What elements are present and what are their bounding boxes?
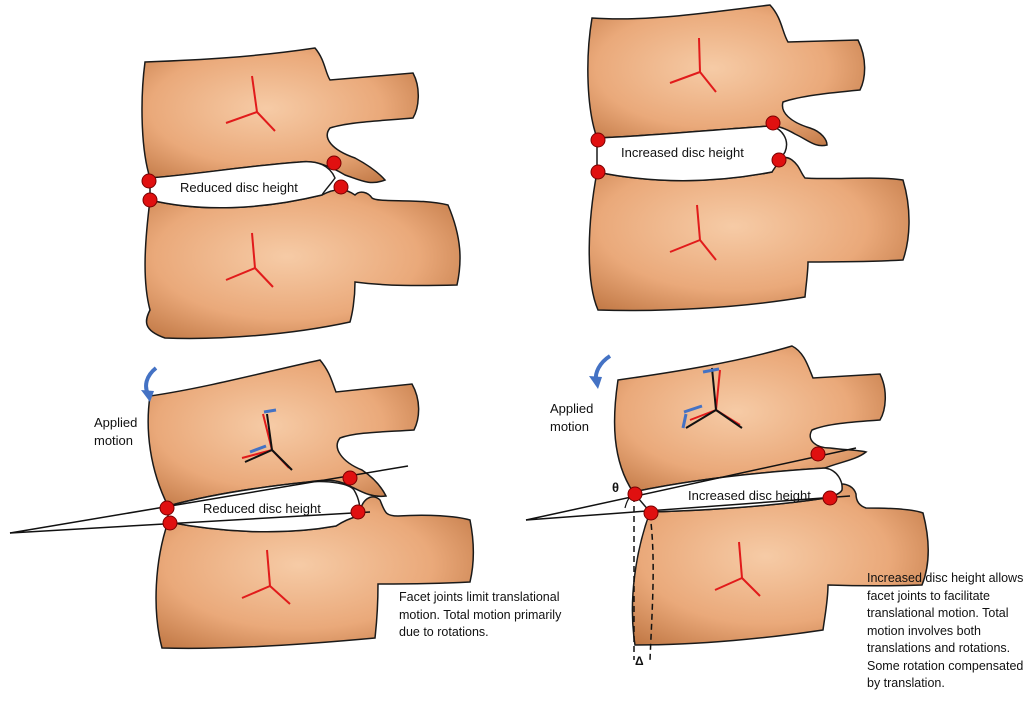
disc-label-bottom-left: Reduced disc height xyxy=(203,501,321,516)
caption-bottom-right: Increased disc height allows facet joint… xyxy=(867,570,1029,693)
angle-theta-label: θ xyxy=(612,480,619,495)
upper-vertebra xyxy=(142,48,418,183)
applied-motion-label-right: Applied motion xyxy=(550,400,612,436)
applied-motion-label-left: Applied motion xyxy=(94,414,156,450)
disc-label-top-right: Increased disc height xyxy=(621,145,744,160)
lower-vertebra xyxy=(145,190,460,339)
disc-label-bottom-right: Increased disc height xyxy=(688,488,811,503)
lower-vertebra xyxy=(589,158,909,311)
translation-delta-label: Δ xyxy=(635,654,644,668)
applied-motion-arrow xyxy=(146,368,156,394)
disc-label-top-left: Reduced disc height xyxy=(180,180,298,195)
upper-vertebra xyxy=(588,5,865,146)
caption-bottom-left: Facet joints limit translational motion.… xyxy=(399,589,569,642)
upper-vertebra xyxy=(615,346,886,492)
applied-motion-arrow xyxy=(596,356,610,380)
arrowhead xyxy=(589,376,602,389)
